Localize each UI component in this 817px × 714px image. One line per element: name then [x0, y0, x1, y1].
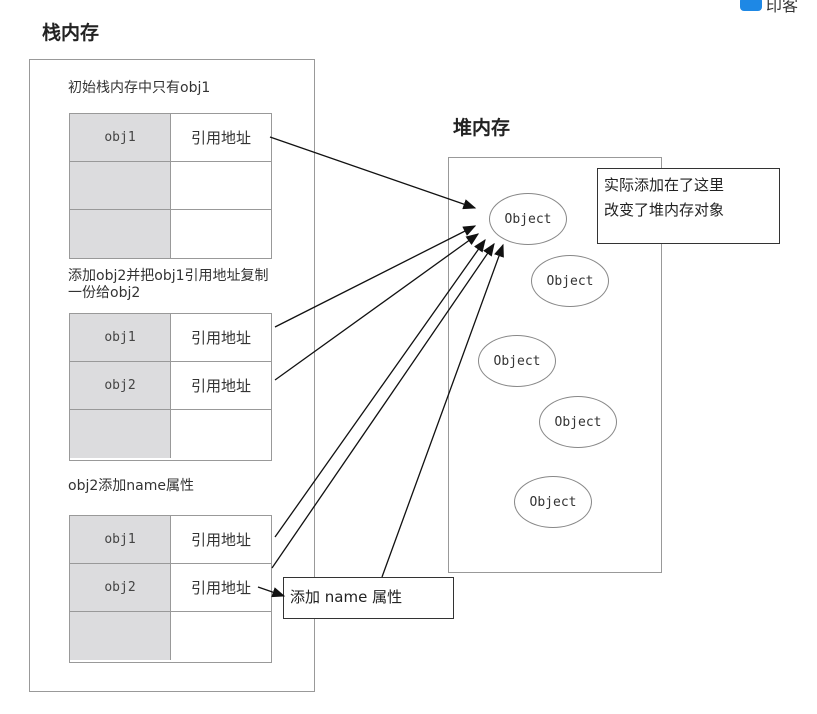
stack-table-3: obj1 引用地址 obj2 引用地址 [69, 515, 272, 663]
table-row: obj1 引用地址 [70, 314, 271, 362]
var-name: obj1 [70, 516, 171, 563]
var-name: obj1 [70, 114, 171, 161]
heap-object: Object [478, 335, 556, 387]
var-value: 引用地址 [190, 531, 251, 549]
stack-table-1: obj1 引用地址 [69, 113, 272, 259]
var-name: obj1 [70, 314, 171, 361]
var-value [171, 162, 271, 209]
var-name [70, 210, 171, 258]
corner-badge: 印客 [740, 0, 798, 16]
table-row: obj1 引用地址 [70, 114, 271, 162]
var-value [171, 612, 271, 660]
var-value: 引用地址 [190, 129, 251, 147]
var-value: 引用地址 [190, 377, 251, 395]
stack-title: 栈内存 [42, 22, 100, 44]
badge-text: 印客 [766, 0, 799, 15]
var-value [171, 410, 271, 458]
stack-table-2: obj1 引用地址 obj2 引用地址 [69, 313, 272, 461]
var-name [70, 612, 171, 660]
heap-object: Object [514, 476, 592, 528]
note-line: 改变了堆内存对象 [604, 201, 725, 219]
table-row: obj2 引用地址 [70, 564, 271, 612]
var-value: 引用地址 [190, 329, 251, 347]
heap-object: Object [489, 193, 567, 245]
table-row: obj2 引用地址 [70, 362, 271, 410]
heap-object: Object [531, 255, 609, 307]
heap-title: 堆内存 [453, 117, 511, 139]
var-value [171, 210, 271, 258]
app-logo-icon [740, 0, 762, 11]
var-name: obj2 [70, 564, 171, 611]
var-name [70, 410, 171, 458]
note-line: 实际添加在了这里 [604, 176, 725, 194]
step3-label: obj2添加name属性 [68, 478, 194, 494]
table-row [70, 210, 271, 258]
var-name [70, 162, 171, 209]
step2-label: 添加obj2并把obj1引用地址复制一份给obj2 [68, 268, 269, 301]
table-row: obj1 引用地址 [70, 516, 271, 564]
table-row [70, 410, 271, 458]
heap-object: Object [539, 396, 617, 448]
heap-note: 实际添加在了这里 改变了堆内存对象 [597, 168, 780, 244]
table-row [70, 612, 271, 660]
step1-label: 初始栈内存中只有obj1 [68, 80, 211, 96]
table-row [70, 162, 271, 210]
var-value: 引用地址 [190, 579, 251, 597]
add-name-callout: 添加 name 属性 [283, 577, 454, 619]
var-name: obj2 [70, 362, 171, 409]
